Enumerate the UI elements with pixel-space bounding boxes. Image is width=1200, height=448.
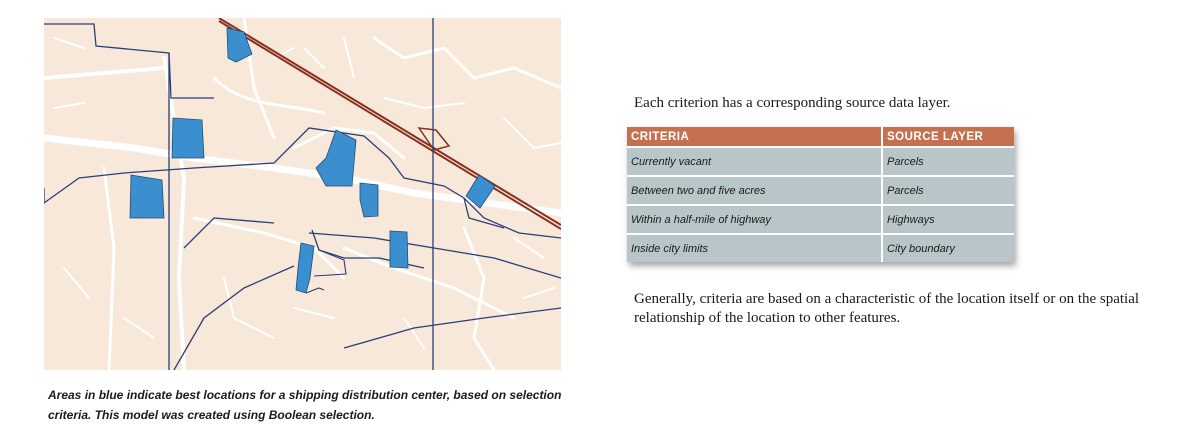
parcel-1	[226, 27, 253, 63]
table-row: Currently vacant Parcels	[627, 146, 1014, 176]
suitability-map	[44, 18, 561, 370]
intro-text: Each criterion has a corresponding sourc…	[634, 95, 951, 111]
highway-line	[218, 18, 561, 230]
source-layer-cell: Parcels	[881, 146, 1014, 176]
table-row: Between two and five acres Parcels	[627, 175, 1014, 205]
header-source-layer: SOURCE LAYER	[881, 127, 1014, 147]
source-layer-cell: Parcels	[881, 175, 1014, 205]
criteria-cell: Inside city limits	[627, 233, 882, 262]
selected-parcels	[129, 27, 496, 294]
table-row: Inside city limits City boundary	[627, 233, 1014, 262]
source-layer-cell: Highways	[881, 204, 1014, 234]
parcel-4	[315, 129, 357, 187]
parcel-5	[359, 182, 379, 218]
source-layer-cell: City boundary	[881, 233, 1014, 262]
criteria-cell: Within a half-mile of highway	[627, 204, 882, 234]
table-header-row: CRITERIA SOURCE LAYER	[627, 127, 1014, 147]
criteria-table: CRITERIA SOURCE LAYER Currently vacant P…	[627, 127, 1014, 262]
table-row: Within a half-mile of highway Highways	[627, 204, 1014, 234]
header-criteria: CRITERIA	[627, 127, 882, 147]
parcel-7	[389, 230, 409, 269]
parcel-6	[465, 174, 496, 209]
parcel-2	[171, 117, 205, 159]
city-boundary-lines	[44, 18, 561, 370]
parcel-3	[129, 174, 165, 219]
map-graphic	[44, 18, 561, 370]
criteria-cell: Between two and five acres	[627, 175, 882, 205]
figure-caption: Areas in blue indicate best locations fo…	[48, 388, 562, 422]
criteria-cell: Currently vacant	[627, 146, 882, 176]
outro-text: Generally, criteria are based on a chara…	[634, 291, 1140, 326]
